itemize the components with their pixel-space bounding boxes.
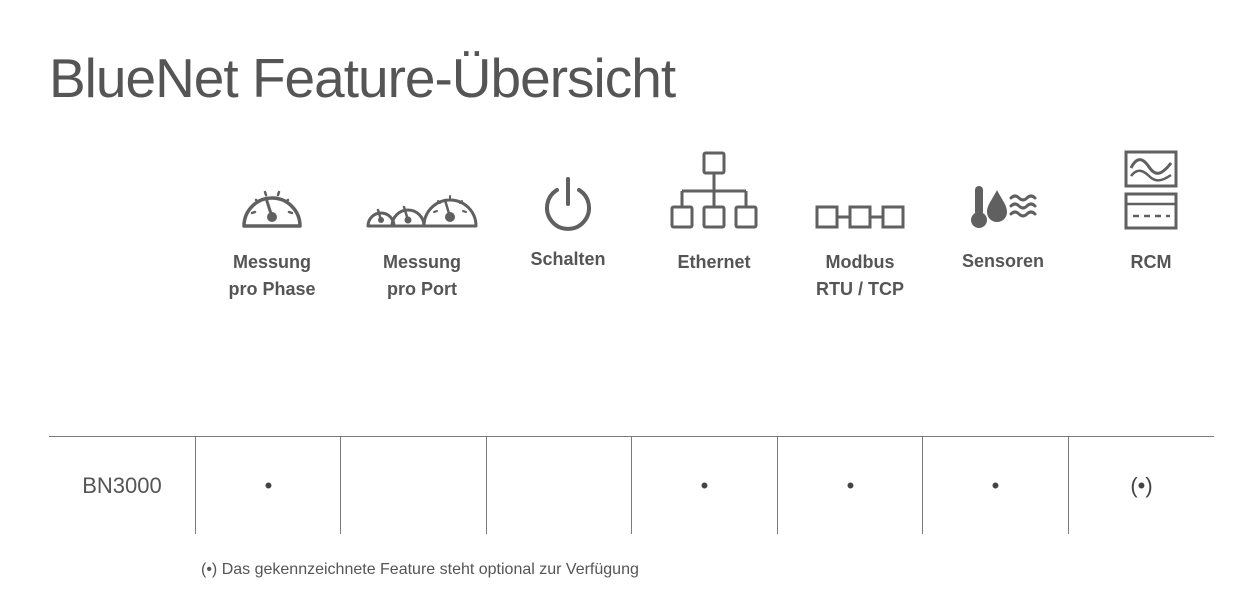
- feature-ethernet: Ethernet: [641, 140, 787, 310]
- feature-label-line1: Messung: [232, 252, 311, 272]
- table-cell-ethernet: •: [700, 473, 709, 498]
- table-cell-schalten: [487, 437, 632, 534]
- feature-label-line2: RTU / TCP: [816, 279, 904, 299]
- table-top-rule: [49, 436, 1214, 437]
- feature-rcm: RCM: [1078, 140, 1224, 310]
- power-icon: [495, 176, 641, 232]
- feature-sensoren: Sensoren: [930, 140, 1076, 310]
- feature-label-line2: pro Phase: [228, 279, 316, 299]
- column-divider: [777, 437, 778, 534]
- feature-label-line1: Sensoren: [961, 251, 1045, 271]
- feature-label-line1: Modbus: [825, 252, 895, 272]
- feature-messung-pro-port: Messung pro Port: [349, 140, 495, 310]
- modbus-chain-icon: [787, 204, 933, 230]
- column-divider: [195, 437, 196, 534]
- feature-modbus: Modbus RTU / TCP: [787, 140, 933, 310]
- column-divider: [631, 437, 632, 534]
- multi-gauge-icon: [349, 186, 495, 232]
- table-cell-modbus: •: [846, 473, 855, 498]
- table-cell-messung-pro-port: [341, 437, 486, 534]
- feature-label-line1: Schalten: [530, 249, 606, 269]
- rcm-icon: [1078, 150, 1224, 230]
- table-cell-sensoren: •: [991, 473, 1000, 498]
- column-divider: [486, 437, 487, 534]
- column-divider: [1068, 437, 1069, 534]
- feature-messung-pro-phase: Messung pro Phase: [199, 140, 345, 310]
- table-cell-rcm: (•): [1130, 473, 1153, 498]
- feature-schalten: Schalten: [495, 140, 641, 310]
- column-divider: [922, 437, 923, 534]
- model-name-cell: BN3000: [82, 473, 162, 498]
- network-icon: [641, 151, 787, 231]
- footnote: (•) Das gekennzeichnete Feature steht op…: [201, 561, 639, 578]
- feature-label-line1: Ethernet: [677, 252, 751, 272]
- feature-label-line1: RCM: [1130, 252, 1172, 272]
- sensor-icon: [930, 184, 1076, 230]
- table-cell-messung-pro-phase: •: [264, 473, 273, 498]
- page-title: BlueNet Feature-Übersicht: [49, 47, 676, 109]
- feature-label-line1: Messung: [382, 252, 461, 272]
- column-divider: [340, 437, 341, 534]
- feature-label-line2: pro Port: [387, 279, 457, 299]
- gauge-icon: [199, 180, 345, 232]
